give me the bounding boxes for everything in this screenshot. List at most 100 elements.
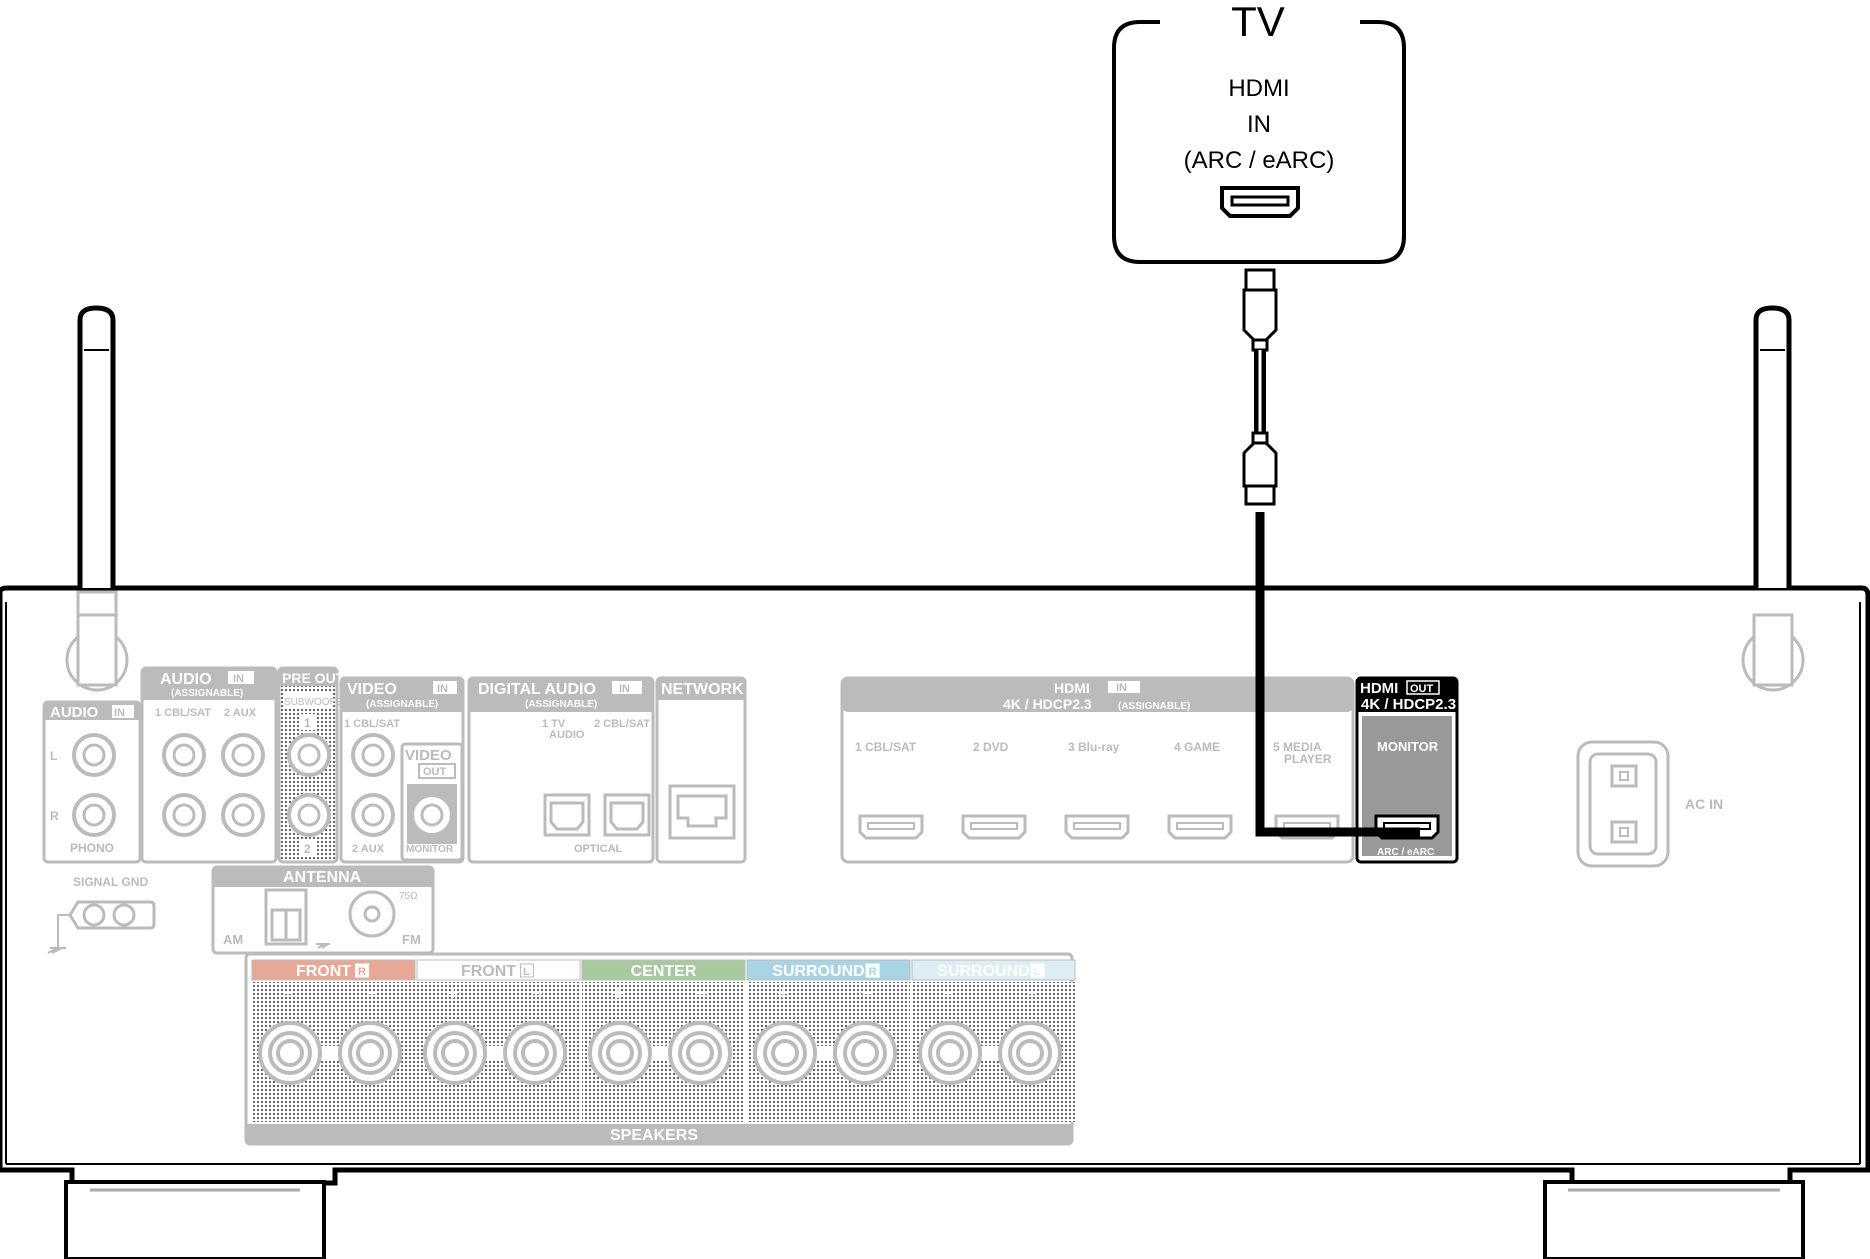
minus-sign: − (366, 983, 378, 1005)
speaker-terminal-plus[interactable] (588, 1021, 652, 1085)
speakers-title: SPEAKERS (610, 1127, 698, 1144)
tv-port-line3: (ARC / eARC) (1184, 147, 1335, 174)
audio-in-phono-section: AUDIO IN L R PHONO (42, 700, 142, 864)
phono-title: AUDIO (50, 704, 99, 721)
hdmi-in-title: HDMI (1054, 680, 1090, 696)
plus-sign: + (612, 983, 624, 1005)
ac-in-label: AC IN (1685, 796, 1723, 812)
digital-audio-sub: (ASSIGNABLE) (525, 699, 597, 710)
phono-left: L (50, 749, 57, 763)
phono-badge: IN (114, 707, 125, 719)
plus-sign: + (282, 983, 294, 1005)
optical-jack-1[interactable] (543, 793, 591, 837)
minus-sign: − (696, 983, 708, 1005)
speaker-channel-2: CENTER + − (581, 959, 746, 1122)
ac-in-section: AC IN (1576, 740, 1723, 868)
wireless-antenna-left (65, 305, 129, 692)
audio-in-2: 2 AUX (224, 707, 257, 719)
speaker-terminal-minus[interactable] (998, 1021, 1062, 1085)
speaker-channel-side: L (1034, 966, 1041, 978)
speaker-terminal-minus[interactable] (833, 1021, 897, 1085)
speaker-terminal-plus[interactable] (258, 1021, 322, 1085)
hdmi-in-label-5b: PLAYER (1284, 752, 1332, 766)
minus-sign: − (531, 983, 543, 1005)
foot-left (64, 1180, 326, 1259)
hdmi-out-label: MONITOR (1377, 739, 1439, 754)
network-title: NETWORK (661, 681, 744, 698)
hdmi-out-port-label: ARC / eARC (1377, 847, 1434, 858)
video-in-title: VIDEO (347, 681, 397, 698)
foot-right (1543, 1180, 1805, 1259)
hdmi-in-port-4[interactable] (1167, 814, 1233, 840)
hdmi-in-label-5: 5 MEDIA (1273, 740, 1322, 754)
video-out-badge: OUT (423, 766, 447, 778)
minus-sign: − (1026, 983, 1038, 1005)
video-in-1: 1 CBL/SAT (344, 718, 400, 730)
speaker-channel-side: R (358, 966, 366, 978)
hdmi-in-label-2: 2 DVD (973, 740, 1009, 754)
hdmi-in-section: HDMI IN 4K / HDCP2.3 (ASSIGNABLE) 1 CBL/… (840, 676, 1355, 864)
speaker-terminal-minus[interactable] (338, 1021, 402, 1085)
am-antenna-terminal[interactable] (264, 888, 308, 946)
speaker-terminal-plus[interactable] (753, 1021, 817, 1085)
video-out-section: VIDEO OUT MONITOR (400, 742, 464, 862)
hdmi-in-port-3[interactable] (1064, 814, 1130, 840)
speaker-channel-side: L (523, 966, 530, 978)
speaker-channel-name: FRONT (296, 963, 351, 980)
antenna-title: ANTENNA (283, 869, 362, 886)
speaker-channel-name: FRONT (461, 963, 516, 980)
video-out-title: VIDEO (405, 747, 452, 764)
phono-right: R (50, 809, 59, 823)
hdmi-in-port-1[interactable] (858, 814, 924, 840)
hdmi-in-label-3: 3 Blu-ray (1068, 740, 1120, 754)
phono-label: PHONO (70, 841, 114, 855)
signal-gnd-label: SIGNAL GND (73, 875, 148, 889)
digital-audio-section: DIGITAL AUDIO IN (ASSIGNABLE) 1 TV AUDIO… (467, 676, 655, 864)
digital-audio-2: 2 CBL/SAT (594, 718, 650, 730)
optical-label: OPTICAL (574, 843, 623, 855)
hdmi-in-sub: 4K / HDCP2.3 (1003, 696, 1092, 712)
video-in-badge: IN (437, 683, 448, 695)
pre-out-n2: 2 (304, 842, 311, 856)
speaker-terminal-minus[interactable] (668, 1021, 732, 1085)
speaker-terminal-plus[interactable] (423, 1021, 487, 1085)
speaker-terminal-plus[interactable] (918, 1021, 982, 1085)
speaker-channel-side: R (869, 966, 877, 978)
video-out-label: MONITOR (406, 844, 454, 855)
pre-out-section: PRE OUT SUBWOOFER 1 2 (277, 666, 350, 864)
antenna-ohm: 75Ω (399, 891, 418, 902)
network-port[interactable] (668, 784, 736, 840)
plus-sign: + (777, 983, 789, 1005)
hdmi-out-title: HDMI (1360, 680, 1398, 697)
network-section: NETWORK (655, 676, 747, 864)
tv-port-line2: IN (1247, 111, 1271, 138)
speaker-channel-3: SURROUND R + − (746, 959, 911, 1122)
antenna-section: ANTENNA AM 75Ω FM (211, 865, 435, 955)
hdmi-in-port-2[interactable] (961, 814, 1027, 840)
tv-hdmi-port[interactable] (1220, 186, 1300, 218)
digital-audio-badge: IN (619, 683, 630, 695)
speaker-channel-1: FRONT L + − (416, 959, 581, 1122)
hdmi-out-sub: 4K / HDCP2.3 (1361, 696, 1456, 713)
audio-in-jacks[interactable] (162, 733, 265, 837)
digital-audio-title: DIGITAL AUDIO (478, 681, 596, 698)
plus-sign: + (942, 983, 954, 1005)
speaker-terminal-minus[interactable] (503, 1021, 567, 1085)
speaker-channel-0: FRONT R + − (251, 959, 416, 1122)
minus-sign: − (861, 983, 873, 1005)
audio-in-title: AUDIO (160, 671, 212, 688)
hdmi-in-sub2: (ASSIGNABLE) (1118, 701, 1190, 712)
speaker-channel-name: CENTER (631, 963, 697, 980)
speaker-channel-name: SURROUND (772, 963, 864, 980)
tv-title: TV (1231, 0, 1285, 45)
hdmi-in-label-1: 1 CBL/SAT (855, 740, 917, 754)
plus-sign: + (447, 983, 459, 1005)
digital-audio-1b: AUDIO (549, 729, 585, 741)
optical-jack-2[interactable] (603, 793, 651, 837)
hdmi-in-badge: IN (1116, 682, 1127, 694)
pre-out-sub: SUBWOOFER (284, 697, 350, 708)
wireless-antenna-right (1741, 305, 1805, 692)
